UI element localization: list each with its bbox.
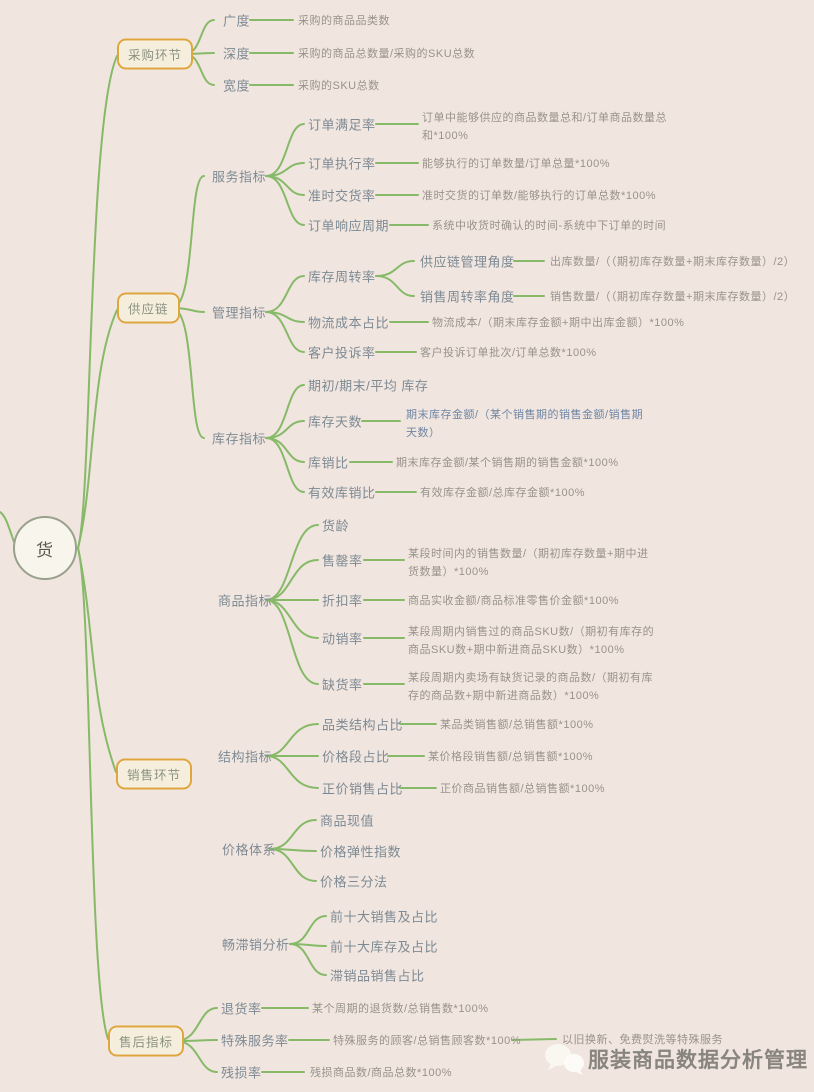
formula-stock-to-sales-ratio[interactable]: 期末库存金额/某个销售期的销售金额*100% bbox=[396, 457, 619, 469]
wechat-logo-icon bbox=[545, 1044, 584, 1075]
node-stock-to-sales-ratio[interactable]: 库销比 bbox=[308, 455, 349, 471]
formula-category-share[interactable]: 某品类销售额/总销售额*100% bbox=[440, 719, 594, 731]
node-best-slow-seller-analysis[interactable]: 畅滞销分析 bbox=[222, 937, 290, 953]
node-goods-age[interactable]: 货龄 bbox=[322, 518, 350, 534]
formula-discount-rate[interactable]: 商品实收金额/商品标准零售价金额*100% bbox=[408, 595, 619, 607]
node-customer-complaint-rate[interactable]: 客户投诉率 bbox=[308, 345, 376, 361]
node-effective-stock-to-sales-ratio[interactable]: 有效库销比 bbox=[308, 485, 376, 501]
node-after-sales-metrics[interactable]: 售后指标 bbox=[108, 1025, 185, 1057]
node-breadth[interactable]: 广度 bbox=[223, 13, 251, 29]
node-full-price-sales-share[interactable]: 正价销售占比 bbox=[322, 781, 404, 797]
node-category-share[interactable]: 品类结构占比 bbox=[322, 717, 404, 733]
node-sell-through-rate[interactable]: 售罄率 bbox=[322, 553, 363, 569]
formula-effective-stock-to-sales-ratio[interactable]: 有效库存金额/总库存金额*100% bbox=[420, 487, 585, 499]
formula-inventory-days[interactable]: 期末库存金额/（某个销售期的销售金额/销售期天数） bbox=[406, 409, 644, 439]
node-service-metrics[interactable]: 服务指标 bbox=[212, 169, 267, 185]
node-sku-movement-rate[interactable]: 动销率 bbox=[322, 631, 363, 647]
formula-damage-rate[interactable]: 残损商品数/商品总数*100% bbox=[310, 1067, 452, 1079]
formula-sales-turnover-view[interactable]: 销售数量/（（期初库存数量+期末库存数量）/2） bbox=[550, 291, 796, 303]
formula-full-price-sales-share[interactable]: 正价商品销售额/总销售额*100% bbox=[440, 783, 605, 795]
node-special-service-examples[interactable]: 以旧换新、免费熨洗等特殊服务 bbox=[562, 1034, 723, 1046]
node-inventory-metrics[interactable]: 库存指标 bbox=[212, 431, 267, 447]
node-sales-turnover-view[interactable]: 销售周转率角度 bbox=[420, 289, 515, 305]
node-price-band-share[interactable]: 价格段占比 bbox=[322, 749, 390, 765]
watermark-text: 服装商品数据分析管理 bbox=[588, 1049, 808, 1072]
formula-order-response-cycle[interactable]: 系统中收货时确认的时间-系统中下订单的时间 bbox=[432, 220, 667, 232]
node-depth[interactable]: 深度 bbox=[223, 46, 251, 62]
formula-depth[interactable]: 采购的商品总数量/采购的SKU总数 bbox=[298, 48, 476, 60]
node-opening-closing-average-stock[interactable]: 期初/期末/平均 库存 bbox=[308, 378, 429, 394]
formula-special-service-rate[interactable]: 特殊服务的顾客/总销售顾客数*100% bbox=[333, 1035, 521, 1047]
formula-sku-movement-rate[interactable]: 某段周期内销售过的商品SKU数/（期初有库存的商品SKU数+期中新进商品SKU数… bbox=[408, 626, 655, 656]
node-order-execution-rate[interactable]: 订单执行率 bbox=[308, 156, 376, 172]
node-discount-rate[interactable]: 折扣率 bbox=[322, 593, 363, 609]
node-supply-chain-view[interactable]: 供应链管理角度 bbox=[420, 254, 515, 270]
node-top10-sales-share[interactable]: 前十大销售及占比 bbox=[330, 909, 439, 925]
node-width[interactable]: 宽度 bbox=[223, 78, 251, 94]
formula-order-fulfillment-rate[interactable]: 订单中能够供应的商品数量总和/订单商品数量总和*100% bbox=[422, 112, 668, 142]
node-supply-chain[interactable]: 供应链 bbox=[117, 292, 180, 324]
formula-return-rate[interactable]: 某个周期的退货数/总销售数*100% bbox=[312, 1003, 489, 1015]
node-structure-metrics[interactable]: 结构指标 bbox=[218, 749, 273, 765]
formula-customer-complaint-rate[interactable]: 客户投诉订单批次/订单总数*100% bbox=[420, 347, 597, 359]
node-management-metrics[interactable]: 管理指标 bbox=[212, 305, 267, 321]
formula-order-execution-rate[interactable]: 能够执行的订单数量/订单总量*100% bbox=[422, 158, 610, 170]
node-logistics-cost-ratio[interactable]: 物流成本占比 bbox=[308, 315, 390, 331]
node-price-three-way-split[interactable]: 价格三分法 bbox=[320, 874, 388, 890]
node-inventory-turnover-rate[interactable]: 库存周转率 bbox=[308, 269, 376, 285]
formula-on-time-delivery-rate[interactable]: 准时交货的订单数/能够执行的订单总数*100% bbox=[422, 190, 656, 202]
node-procurement-stage[interactable]: 采购环节 bbox=[117, 38, 194, 70]
node-top10-stock-share[interactable]: 前十大库存及占比 bbox=[330, 939, 439, 955]
formula-stockout-rate[interactable]: 某段周期内卖场有缺货记录的商品数/（期初有库存的商品数+期中新进商品数）*100… bbox=[408, 672, 654, 702]
node-return-rate[interactable]: 退货率 bbox=[221, 1001, 262, 1017]
node-order-response-cycle[interactable]: 订单响应周期 bbox=[308, 218, 390, 234]
node-product-current-value[interactable]: 商品现值 bbox=[320, 813, 375, 829]
node-stockout-rate[interactable]: 缺货率 bbox=[322, 677, 363, 693]
node-damage-rate[interactable]: 残损率 bbox=[221, 1065, 262, 1081]
node-product-metrics[interactable]: 商品指标 bbox=[218, 593, 273, 609]
formula-supply-chain-view[interactable]: 出库数量/（（期初库存数量+期末库存数量）/2） bbox=[550, 256, 796, 268]
formula-width[interactable]: 采购的SKU总数 bbox=[298, 80, 380, 92]
formula-sell-through-rate[interactable]: 某段时间内的销售数量/（期初库存数量+期中进货数量）*100% bbox=[408, 548, 649, 578]
node-order-fulfillment-rate[interactable]: 订单满足率 bbox=[308, 117, 376, 133]
formula-price-band-share[interactable]: 某价格段销售额/总销售额*100% bbox=[428, 751, 593, 763]
node-slow-seller-sales-share[interactable]: 滞销品销售占比 bbox=[330, 968, 425, 984]
node-price-elasticity-index[interactable]: 价格弹性指数 bbox=[320, 844, 402, 860]
node-special-service-rate[interactable]: 特殊服务率 bbox=[221, 1033, 289, 1049]
node-inventory-days[interactable]: 库存天数 bbox=[308, 414, 363, 430]
node-price-system[interactable]: 价格体系 bbox=[222, 842, 277, 858]
root-node-goods[interactable]: 货 bbox=[13, 516, 77, 580]
node-sales-stage[interactable]: 销售环节 bbox=[116, 758, 193, 790]
node-on-time-delivery-rate[interactable]: 准时交货率 bbox=[308, 188, 376, 204]
formula-logistics-cost-ratio[interactable]: 物流成本/（期末库存金额+期中出库金额）*100% bbox=[432, 317, 685, 329]
formula-breadth[interactable]: 采购的商品品类数 bbox=[298, 15, 390, 27]
